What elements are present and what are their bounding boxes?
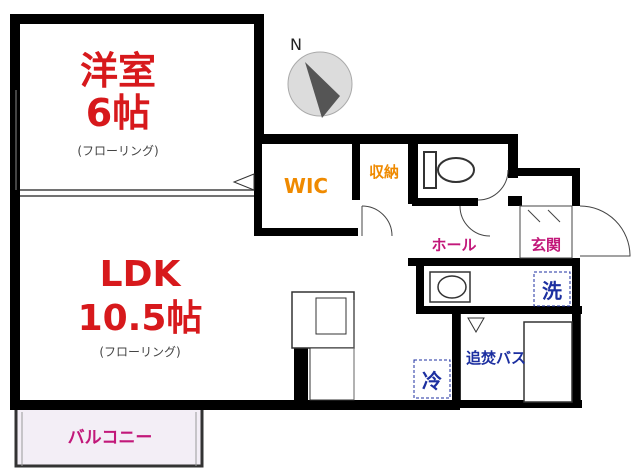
storage: 収納 (361, 163, 399, 237)
wic-label: WIC (284, 174, 328, 198)
compass: N (287, 35, 353, 118)
western-room-floor: (フローリング) (77, 144, 158, 158)
hall-label: ホール (431, 236, 476, 254)
entrance-label: 玄関 (531, 236, 561, 254)
bath: 追焚バス (466, 317, 573, 403)
walls (10, 14, 582, 410)
fridge-label: 冷 (422, 369, 442, 393)
fridge-space: 冷 (413, 359, 451, 399)
compass-north-label: N (290, 35, 302, 54)
western-room-name: 洋室 (80, 49, 156, 93)
storage-label: 収納 (369, 163, 399, 181)
ldk-room-floor: (フローリング) (99, 345, 180, 359)
ldk-room-size: 10.5帖 (78, 298, 203, 339)
washbasin-icon (429, 271, 471, 303)
entrance: 玄関 (519, 205, 631, 259)
western-room-size: 6帖 (86, 91, 150, 135)
washer-space: 洗 (533, 271, 571, 307)
toilet-icon (423, 151, 509, 201)
washer-label: 洗 (542, 279, 562, 303)
room-divider (15, 90, 255, 197)
kitchen-counter (291, 291, 355, 401)
hall: ホール (431, 205, 491, 254)
balcony (14, 406, 204, 468)
ldk-room-name: LDK (100, 254, 182, 295)
bath-label: 追焚バス (466, 349, 526, 367)
balcony-label: バルコニー (68, 428, 153, 448)
